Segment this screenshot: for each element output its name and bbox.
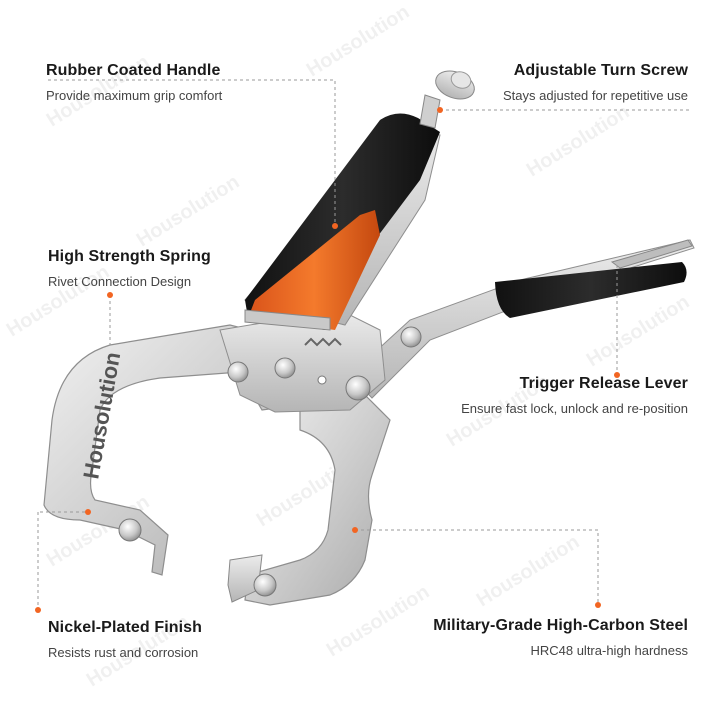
callout-subtitle: Ensure fast lock, unlock and re-position [461,401,688,416]
callout-title: Adjustable Turn Screw [513,62,688,79]
callout-subtitle: Provide maximum grip comfort [46,88,223,103]
callout-rubber-handle: Rubber Coated Handle Provide maximum gri… [46,62,222,103]
callout-leaders [37,79,690,610]
callout-finish: Nickel-Plated Finish Resists rust and co… [48,619,202,660]
lower-c-jaw [227,389,391,606]
high-strength-spring [304,337,342,347]
callout-title: Military-Grade High-Carbon Steel [433,617,688,634]
callout-dots [35,107,620,613]
callout-steel: Military-Grade High-Carbon Steel HRC48 u… [433,617,688,658]
callout-title: Trigger Release Lever [519,375,688,392]
leader-steel [355,529,599,605]
callout-title: Rubber Coated Handle [46,62,221,79]
trigger-release-lever [349,239,695,399]
callout-title: Nickel-Plated Finish [48,619,203,636]
callout-subtitle: Stays adjusted for repetitive use [503,88,688,103]
callout-title: High Strength Spring [48,248,211,265]
callout-spring: High Strength Spring Rivet Connection De… [48,248,211,289]
callout-subtitle: HRC48 ultra-high hardness [530,643,688,658]
adjustable-turn-screw [419,70,475,129]
leader-finish [37,511,88,610]
callout-turn-screw: Adjustable Turn Screw Stays adjusted for… [503,62,688,103]
body-plate [219,309,422,413]
rubber-coated-handle [244,113,441,331]
callout-subtitle: Resists rust and corrosion [48,645,199,660]
callout-trigger: Trigger Release Lever Ensure fast lock, … [461,375,688,416]
callout-subtitle: Rivet Connection Design [48,274,192,289]
